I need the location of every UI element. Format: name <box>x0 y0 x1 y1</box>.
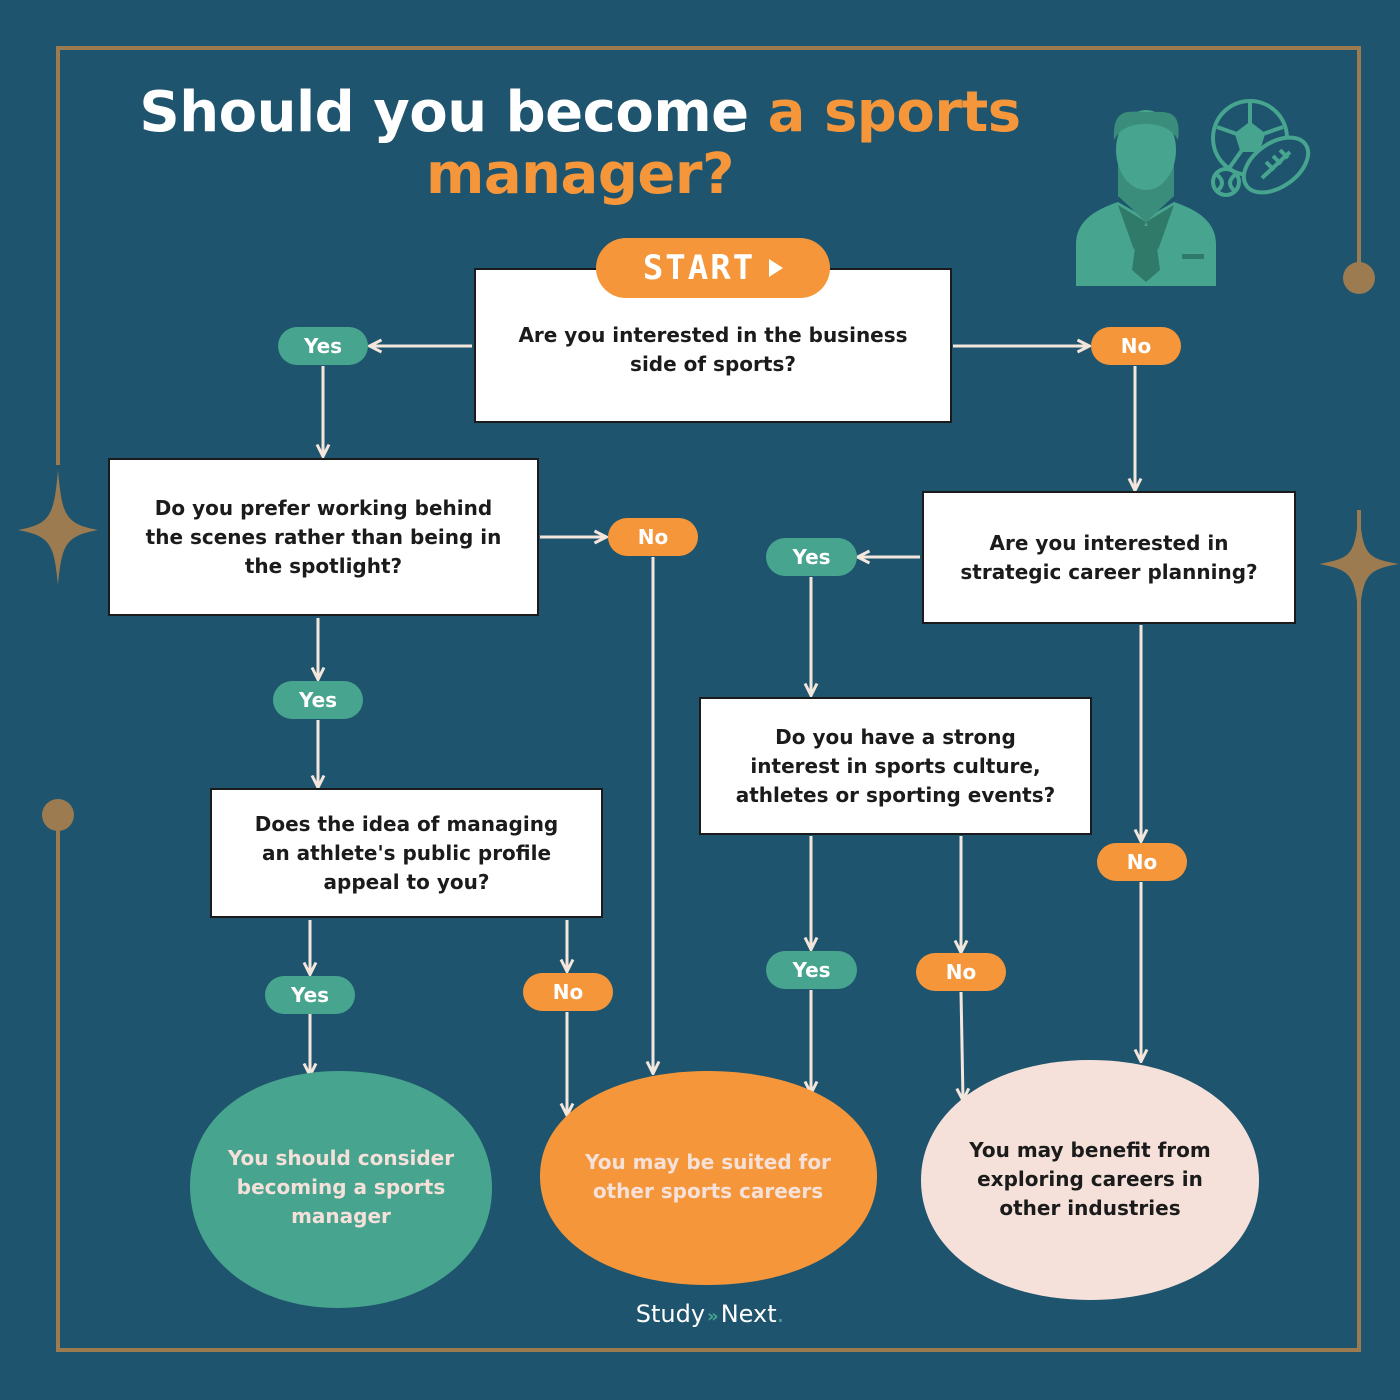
title-part-white: Should you become <box>139 80 749 145</box>
question-text: Does the idea of managing an athlete's p… <box>254 811 559 894</box>
yes-label: Yes <box>766 538 857 576</box>
question-text: Do you have a strong interest in sports … <box>735 724 1056 807</box>
question-text: Are you interested in strategic career p… <box>960 530 1258 584</box>
start-badge: START <box>596 238 830 298</box>
no-label: No <box>1097 843 1187 881</box>
no-label: No <box>916 953 1006 991</box>
title-part-accent-2: manager? <box>426 142 734 207</box>
yes-label: Yes <box>265 976 355 1014</box>
outcome-blob-other-industries <box>921 1060 1259 1300</box>
question-text: Do you prefer working behind the scenes … <box>145 495 502 578</box>
question-text: Are you interested in the business side … <box>518 322 908 376</box>
start-label: START <box>642 248 756 288</box>
logo-dot: . <box>776 1300 785 1328</box>
yes-label: Yes <box>766 951 857 989</box>
outcome-blob-consider <box>190 1071 492 1308</box>
no-label: No <box>1091 327 1181 365</box>
no-label: No <box>608 518 698 556</box>
page-title: Should you become a sports manager? <box>100 82 1060 206</box>
question-box-public-profile: Does the idea of managing an athlete's p… <box>210 788 603 918</box>
frame-dot-left <box>42 799 74 831</box>
yes-label: Yes <box>273 681 363 719</box>
no-label: No <box>523 973 613 1011</box>
studynext-logo: Study»Next. <box>560 1300 860 1328</box>
question-box-sports-culture: Do you have a strong interest in sports … <box>699 697 1092 835</box>
frame-dot-top-right <box>1343 262 1375 294</box>
play-arrow-icon <box>769 259 784 277</box>
title-part-accent: a sports <box>767 80 1021 145</box>
question-box-behind-scenes: Do you prefer working behind the scenes … <box>108 458 539 616</box>
outcome-consider-text: You should consider becoming a sports ma… <box>227 1146 455 1228</box>
outcome-other-industries-text: You may benefit from exploring careers i… <box>969 1138 1211 1220</box>
sparkle-star-icon <box>18 470 98 585</box>
outcome-blob-other-sports <box>540 1071 877 1285</box>
sparkle-star-icon <box>1319 510 1399 620</box>
manager-person-icon <box>1076 110 1216 286</box>
sports-balls-icon <box>1211 99 1311 197</box>
decorative-frame <box>56 46 1361 1352</box>
yes-label: Yes <box>278 327 368 365</box>
connectors <box>310 346 1141 1114</box>
question-box-strategic-planning: Are you interested in strategic career p… <box>922 491 1296 624</box>
logo-chevron-icon: » <box>707 1306 719 1327</box>
logo-part-study: Study <box>635 1300 706 1328</box>
logo-part-next: Next <box>720 1300 777 1328</box>
outcome-other-sports-text: You may be suited for other sports caree… <box>585 1150 831 1203</box>
